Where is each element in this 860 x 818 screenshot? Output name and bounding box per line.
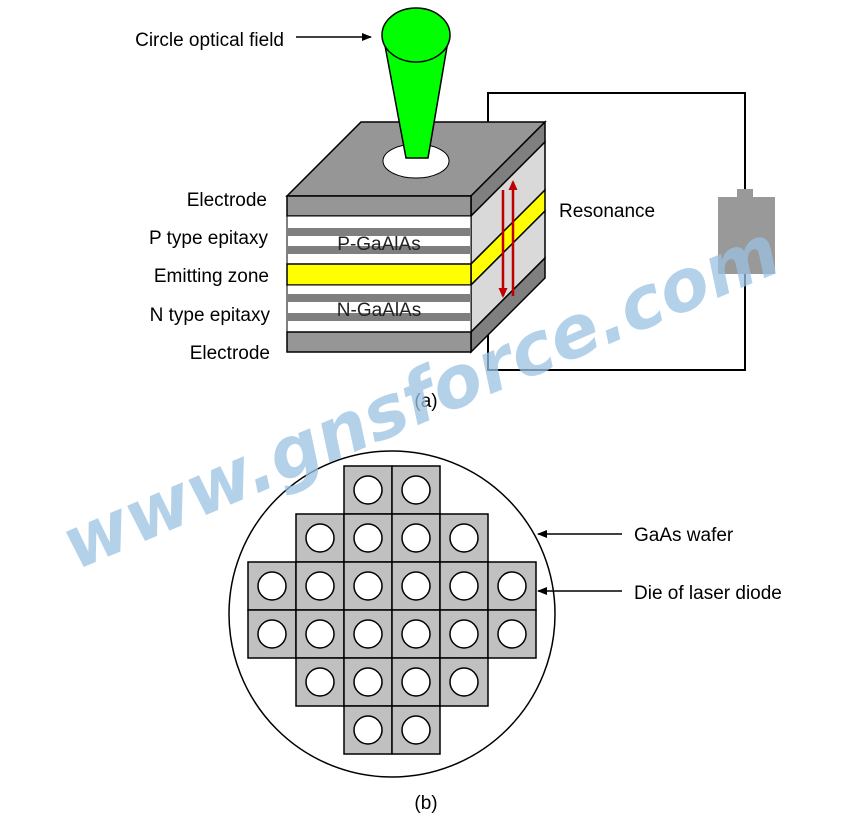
chip-side-face: [470, 120, 546, 354]
die-emitter-spot: [401, 523, 431, 553]
die-emitter-spot: [353, 571, 383, 601]
die-emitter-spot: [401, 667, 431, 697]
die-emitter-spot: [305, 619, 335, 649]
battery-icon: [718, 189, 775, 274]
panel-b: GaAs wafer Die of laser diode (b): [228, 450, 782, 814]
n-epitaxy-layer: [286, 284, 472, 333]
die-emitter-spot: [353, 715, 383, 745]
electrode-top-label: Electrode: [187, 190, 267, 211]
die-emitter-spot: [305, 667, 335, 697]
light-label: Circle optical field: [135, 30, 284, 51]
wafer-label: GaAs wafer: [634, 525, 734, 546]
p-stripe: [287, 228, 471, 236]
die-emitter-spot: [353, 619, 383, 649]
p-material-label: P-GaAlAs: [337, 234, 420, 255]
chip-front-face: [286, 195, 472, 353]
die-emitter-spot: [449, 667, 479, 697]
caption-a: (a): [414, 391, 437, 412]
resonance-arrows: [498, 180, 518, 298]
bottom-electrode-layer: [286, 331, 472, 353]
laser-die: [391, 657, 441, 707]
die-emitter-spot: [497, 571, 527, 601]
emitting-layer: [286, 263, 472, 286]
die-label: Die of laser diode: [634, 583, 782, 604]
die-emitter-spot: [497, 619, 527, 649]
resonance-label: Resonance: [559, 201, 655, 222]
die-emitter-spot: [353, 475, 383, 505]
die-emitter-spot: [449, 523, 479, 553]
die-emitter-spot: [449, 619, 479, 649]
laser-die: [439, 561, 489, 611]
caption-b: (b): [414, 793, 437, 814]
emitting-zone-label: Emitting zone: [154, 266, 269, 287]
n-material-label: N-GaAlAs: [337, 300, 421, 321]
die-emitter-spot: [353, 667, 383, 697]
n-stripe: [287, 313, 471, 321]
die-emitter-spot: [401, 475, 431, 505]
die-emitter-spot: [401, 715, 431, 745]
p-epitaxy-label: P type epitaxy: [149, 228, 269, 249]
panel-a: P-GaAlAs N-GaAlAs Circle optical field E…: [135, 7, 775, 412]
n-stripe: [287, 294, 471, 302]
die-emitter-spot: [257, 619, 287, 649]
die-emitter-spot: [305, 571, 335, 601]
die-emitter-spot: [449, 571, 479, 601]
top-electrode-layer: [286, 195, 472, 217]
die-grid: [247, 465, 537, 755]
die-emitter-spot: [401, 619, 431, 649]
laser-die: [487, 561, 537, 611]
die-emitter-spot: [353, 523, 383, 553]
n-epitaxy-label: N type epitaxy: [150, 305, 271, 326]
die-emitter-spot: [401, 571, 431, 601]
die-emitter-spot: [257, 571, 287, 601]
electrode-bottom-label: Electrode: [190, 343, 270, 364]
optical-beam: [381, 7, 451, 159]
die-emitter-spot: [305, 523, 335, 553]
p-epitaxy-layer: [286, 215, 472, 265]
p-stripe: [287, 246, 471, 254]
